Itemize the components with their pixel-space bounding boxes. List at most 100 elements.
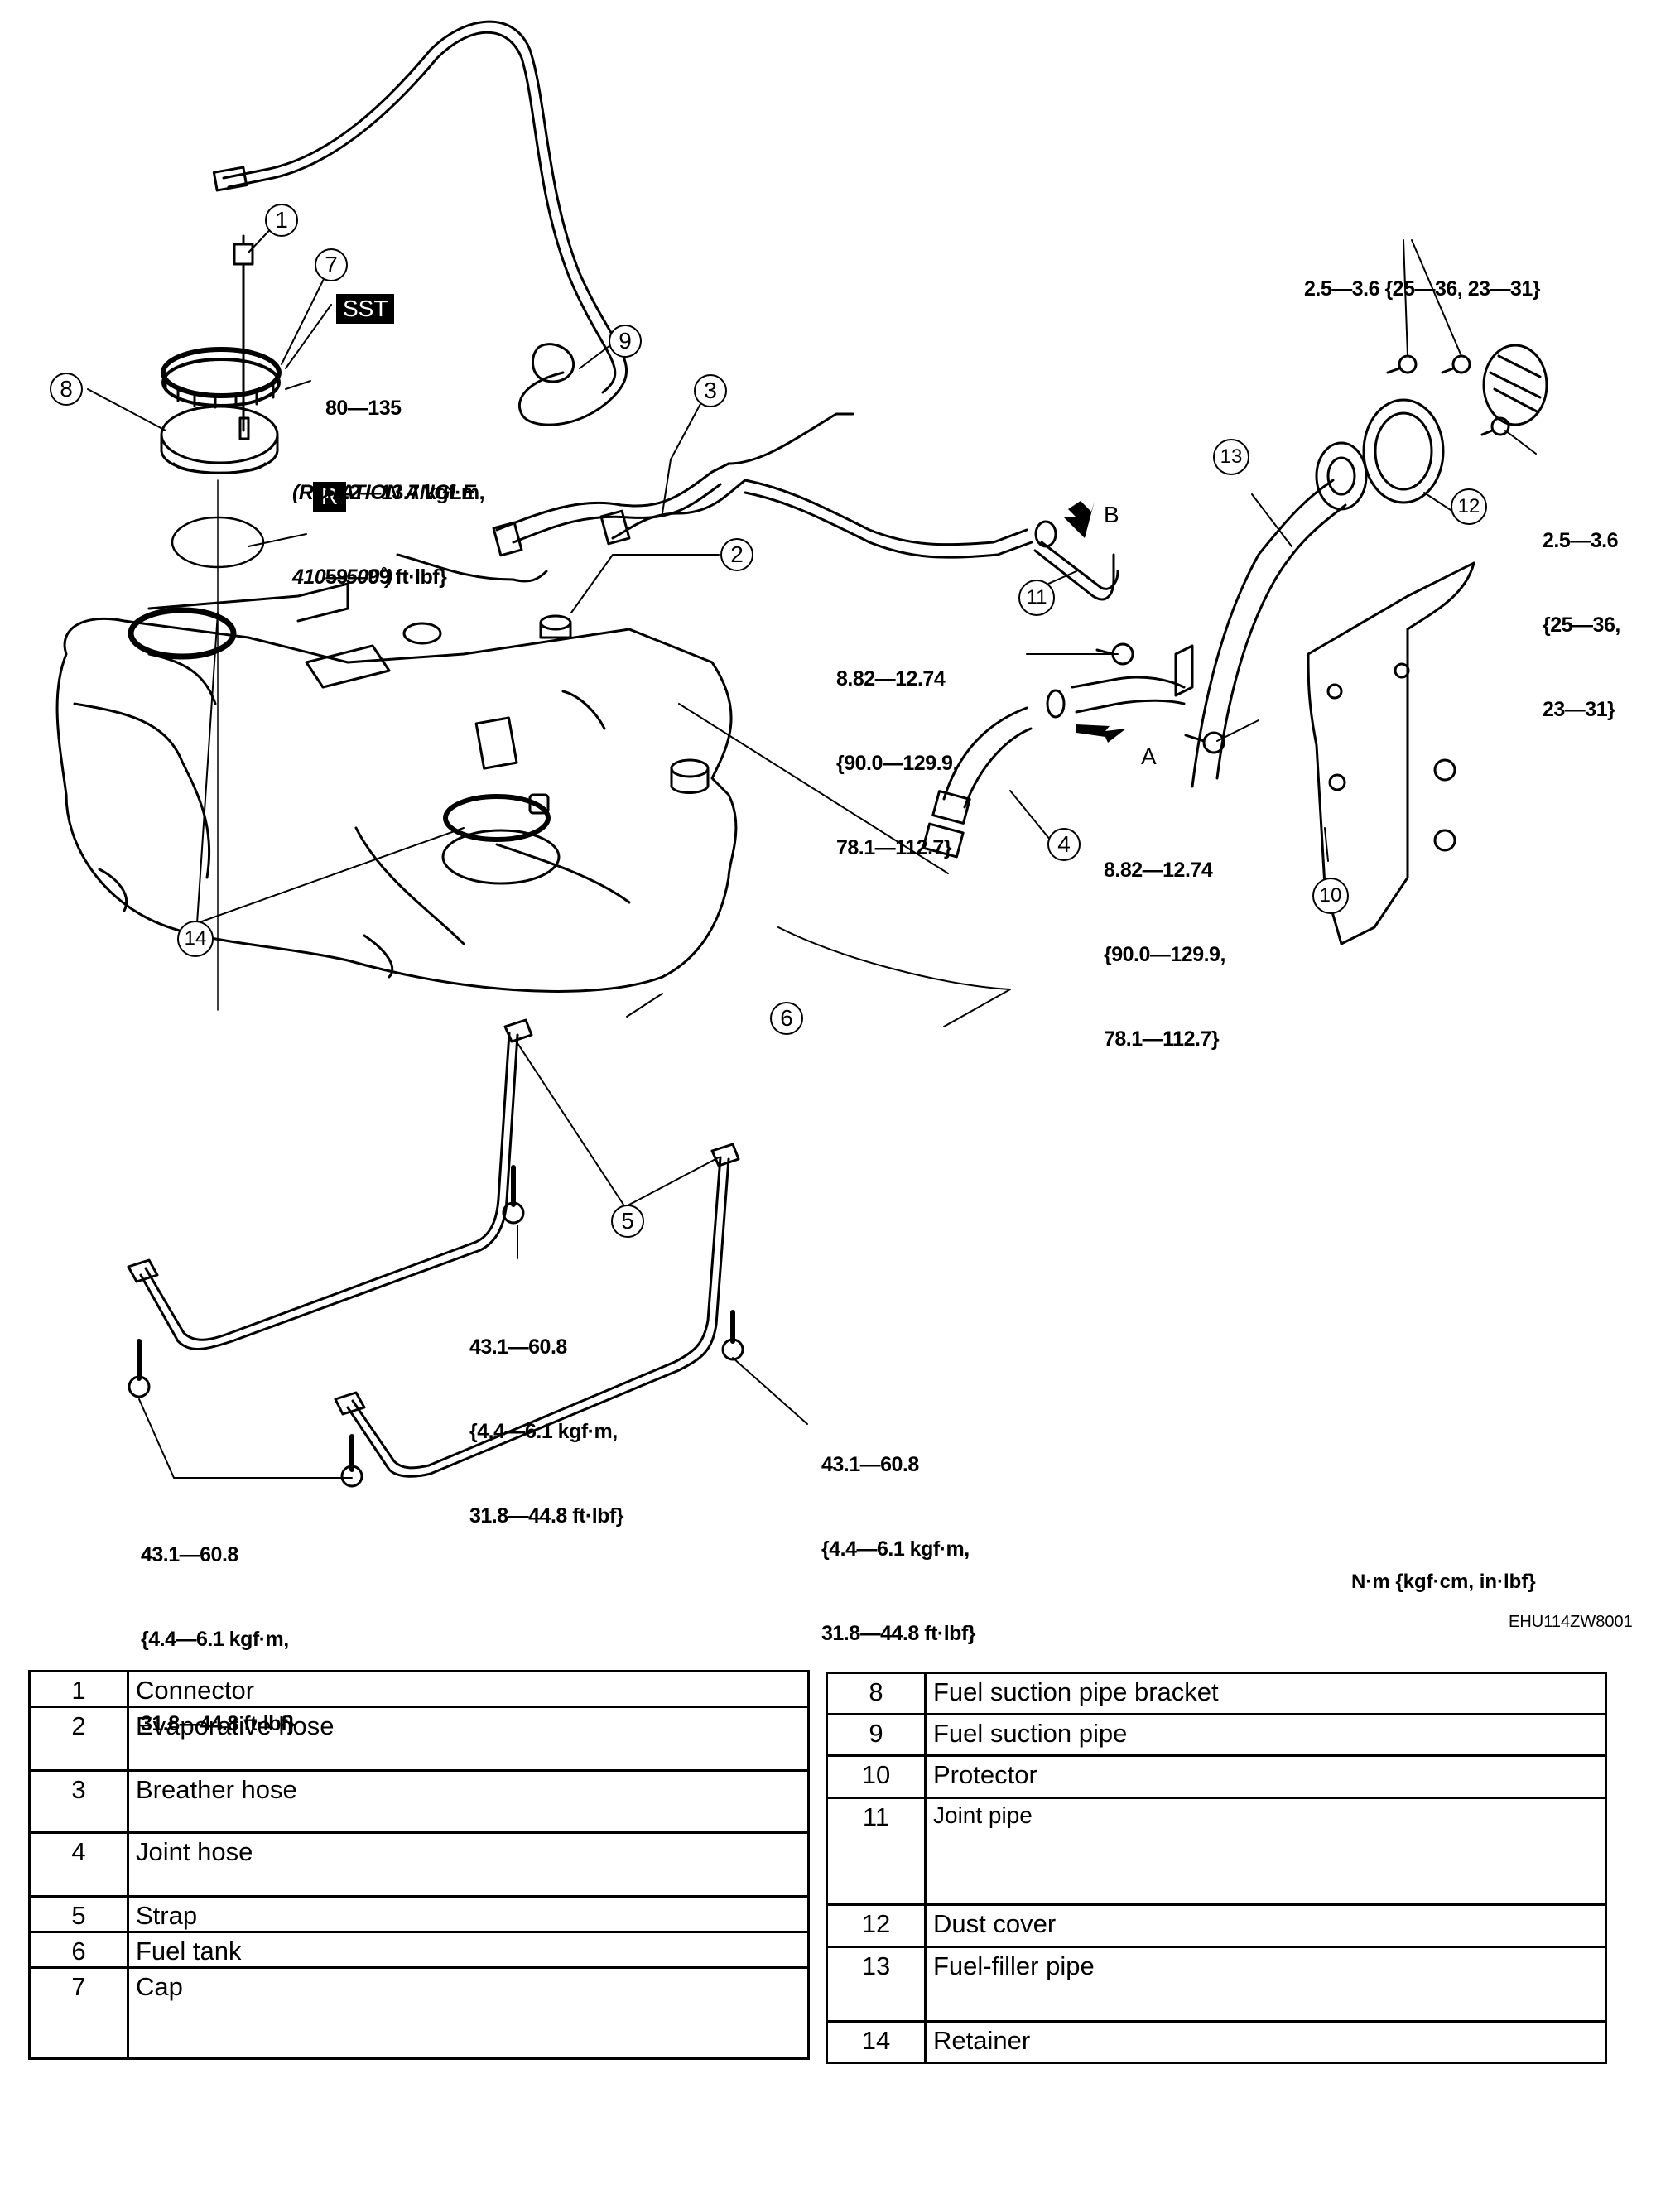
figure-id: EHU114ZW8001 (1509, 1613, 1633, 1631)
fuel-tank-part (55, 582, 738, 993)
arrow-a-label: A (1141, 743, 1157, 769)
cap-ring-part (161, 347, 282, 409)
callout-6: 6 (770, 1002, 803, 1035)
part-name: Retainer (924, 2020, 1607, 2064)
torque-line: 78.1—112.7} (836, 836, 952, 859)
leader-lines (87, 220, 1537, 1479)
torque-line: 8.82—12.74 (1104, 859, 1213, 882)
fuel-tank-exploded-diagram (55, 20, 1548, 1488)
torque-line: {4.4—6.1 kgf·m, (141, 1628, 289, 1651)
callout-10: 10 (1312, 878, 1349, 914)
part-number: 4 (28, 1831, 129, 1898)
part-name: Joint pipe (924, 1797, 1607, 1906)
protector-part (1307, 561, 1475, 945)
bolts (1095, 354, 1510, 852)
torque-cap: 80—135 {8.2—13.7 kgf·m, 59—99 ft·lbf} (325, 338, 485, 619)
part-name: Connector (127, 1670, 810, 1708)
rotation-line: (ROTATION ANGLE (292, 481, 476, 504)
sst-badge: SST (336, 294, 395, 324)
callout-2: 2 (720, 538, 753, 571)
torque-dust-cover-top: 2.5—3.6 {25—36, 23—31} (1304, 219, 1541, 331)
torque-line: 43.1—60.8 (469, 1335, 567, 1359)
torque-line: 59—99 ft·lbf} (325, 565, 447, 589)
callout-8: 8 (50, 373, 83, 406)
torque-filler-bracket-upper: 8.82—12.74 {90.0—129.9, 78.1—112.7} (836, 609, 958, 890)
torque-line: 80—135 (325, 397, 402, 420)
torque-line: 31.8—44.8 ft·lbf} (469, 1504, 624, 1528)
torque-filler-bracket-lower: 8.82—12.74 {90.0—129.9, 78.1—112.7} (1104, 800, 1225, 1081)
part-name: Fuel-filler pipe (924, 1946, 1607, 2023)
callout-3: 3 (694, 374, 727, 407)
part-name: Breather hose (127, 1769, 810, 1834)
part-name: Evaporative hose (127, 1706, 810, 1772)
callout-9: 9 (609, 325, 642, 358)
dust-cover-part (1362, 344, 1548, 504)
replace-badge: R (313, 482, 347, 512)
callout-7: 7 (315, 248, 348, 281)
part-number: 7 (28, 1966, 129, 2060)
callout-4: 4 (1047, 828, 1081, 861)
part-number: 8 (826, 1672, 927, 1715)
torque-line: 2.5—3.6 (1543, 529, 1619, 552)
arrow-a-icon (1076, 724, 1126, 743)
arrow-b-label: B (1104, 502, 1119, 527)
callout-13: 13 (1213, 439, 1249, 475)
joint-hose-part (922, 676, 1186, 859)
callout-12: 12 (1451, 488, 1487, 525)
rotation-angle-note: (ROTATION ANGLE 410—500˚) (292, 422, 476, 619)
torque-strap-center: 43.1—60.8 {4.4—6.1 kgf·m, 31.8—44.8 ft·l… (469, 1277, 624, 1558)
part-number: 1 (28, 1670, 129, 1708)
part-number: 5 (28, 1895, 129, 1933)
part-number: 3 (28, 1769, 129, 1834)
torque-line: 43.1—60.8 (141, 1543, 238, 1566)
torque-line: 31.8—44.8 ft·lbf} (821, 1622, 976, 1645)
part-number: 14 (826, 2020, 927, 2064)
callout-1: 1 (265, 204, 298, 237)
part-name: Dust cover (924, 1903, 1607, 1948)
arrow-b-icon (1064, 501, 1095, 538)
part-number: 9 (826, 1713, 927, 1757)
torque-line: 23—31} (1543, 698, 1615, 721)
part-name: Cap (127, 1966, 810, 2060)
part-name: Joint hose (127, 1831, 810, 1898)
callout-5: 5 (611, 1205, 644, 1238)
part-name: Fuel suction pipe bracket (924, 1672, 1607, 1715)
torque-line: {90.0—129.9, (1104, 943, 1225, 966)
part-name: Fuel suction pipe (924, 1713, 1607, 1757)
torque-line: 78.1—112.7} (1104, 1027, 1220, 1051)
torque-line: {25—36, (1543, 613, 1620, 637)
part-number: 12 (826, 1903, 927, 1948)
fuel-suction-pipe-wire (212, 20, 628, 426)
part-number: 2 (28, 1706, 129, 1772)
part-name: Protector (924, 1754, 1607, 1799)
fuel-filler-pipe-part (1174, 441, 1368, 788)
torque-line: 8.82—12.74 (836, 667, 946, 690)
part-number: 6 (28, 1931, 129, 1969)
torque-dust-cover-right: 2.5—3.6 {25—36, 23—31} (1543, 470, 1620, 752)
callout-11: 11 (1018, 580, 1055, 616)
strap-parts (127, 1018, 744, 1488)
torque-line: {4.4—6.1 kgf·m, (469, 1420, 618, 1443)
torque-line: 2.5—3.6 {25—36, 23—31} (1304, 277, 1541, 301)
evaporative-and-breather-hoses (396, 412, 1033, 583)
torque-line: {90.0—129.9, (836, 752, 958, 775)
fuel-suction-pipe-bracket-part (160, 405, 279, 474)
callout-14: 14 (177, 921, 214, 957)
torque-units-legend: N·m {kgf·cm, in·lbf} (1351, 1571, 1536, 1593)
torque-line: {8.2—13.7 kgf·m, (325, 481, 485, 504)
part-number: 13 (826, 1946, 927, 2023)
